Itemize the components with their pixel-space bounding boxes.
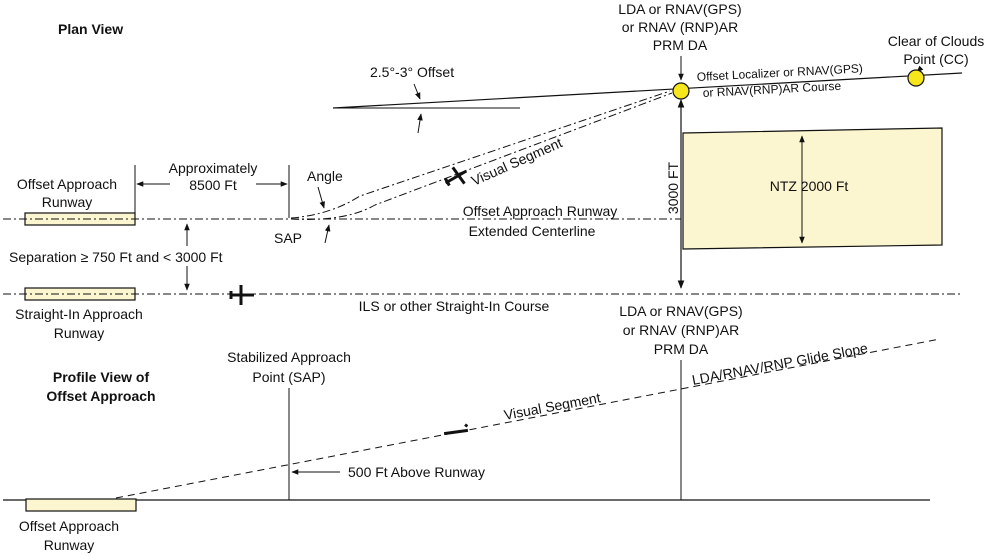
separation-label: Separation ≥ 750 Ft and < 3000 Ft: [9, 249, 223, 265]
offset-angle-arrow-top: [413, 83, 421, 100]
sap-label: SAP: [274, 230, 302, 246]
plan-view-title: Plan View: [58, 21, 123, 37]
da-point: [672, 82, 690, 100]
approx-label-1: Approximately: [169, 160, 258, 176]
angle-arrow-top: [317, 186, 325, 209]
profile-runway-label-2: Runway: [44, 537, 95, 553]
centerline-label-1: Offset Approach Runway: [463, 203, 618, 219]
sap-profile-label-1: Stabilized Approach: [227, 349, 351, 365]
separation-label-bg: [6, 246, 258, 266]
cc-label-1: Clear of Clouds: [888, 33, 985, 49]
da-label-top-3: PRM DA: [653, 37, 708, 53]
profile-runway-label-1: Offset Approach: [19, 518, 119, 534]
angle-arrow-bottom: [324, 224, 331, 244]
ntz-area: [682, 127, 943, 250]
straight-in-runway-label-1: Straight-In Approach: [15, 306, 143, 322]
da-label-top-2: or RNAV (RNP)AR: [622, 19, 738, 35]
angle-label: Angle: [307, 168, 343, 184]
offset-angle-arrow-bottom: [417, 113, 423, 134]
sap-profile-label-2: Point (SAP): [252, 369, 325, 385]
above-runway-label: 500 Ft Above Runway: [348, 464, 485, 480]
da-label-lower-2: or RNAV (RNP)AR: [623, 322, 739, 338]
visual-segment-path-lower: [290, 92, 673, 220]
centerline-label-2: Extended Centerline: [469, 223, 596, 239]
cc-point: [907, 69, 925, 87]
da-label-lower-1: LDA or RNAV(GPS): [619, 303, 742, 319]
offset-runway-label-1: Offset Approach: [17, 176, 117, 192]
visual-segment-profile-label: Visual Segment: [503, 389, 602, 423]
offset-runway-profile: [25, 498, 137, 512]
glide-slope-line: [115, 338, 941, 499]
straight-in-runway-label-2: Runway: [54, 325, 105, 341]
visual-segment-plan-label: Visual Segment: [469, 134, 565, 188]
profile-view-title-1: Profile View of: [53, 369, 150, 385]
cc-label-2: Point (CC): [903, 51, 968, 67]
glide-slope-label: LDA/RNAV/RNP Glide Slope: [691, 340, 870, 388]
visual-segment-path-upper: [290, 90, 671, 219]
approx-label-2: 8500 Ft: [189, 177, 237, 193]
da-label-lower-3: PRM DA: [654, 341, 709, 357]
offset-course-line: [332, 72, 963, 109]
airplane-icon-offset: [444, 166, 468, 187]
offset-angle-label: 2.5°-3° Offset: [370, 64, 454, 80]
offset-runway-label-2: Runway: [42, 194, 93, 210]
profile-view-title-2: Offset Approach: [46, 388, 155, 404]
airplane-icon-profile: [443, 423, 469, 436]
da-label-top-1: LDA or RNAV(GPS): [618, 1, 741, 17]
airplane-icon-straight-in: [229, 285, 254, 305]
altitude-3000ft-label: 3000 FT: [665, 161, 681, 214]
ntz-label: NTZ 2000 Ft: [770, 178, 849, 194]
ils-course-label: ILS or other Straight-In Course: [359, 298, 550, 314]
